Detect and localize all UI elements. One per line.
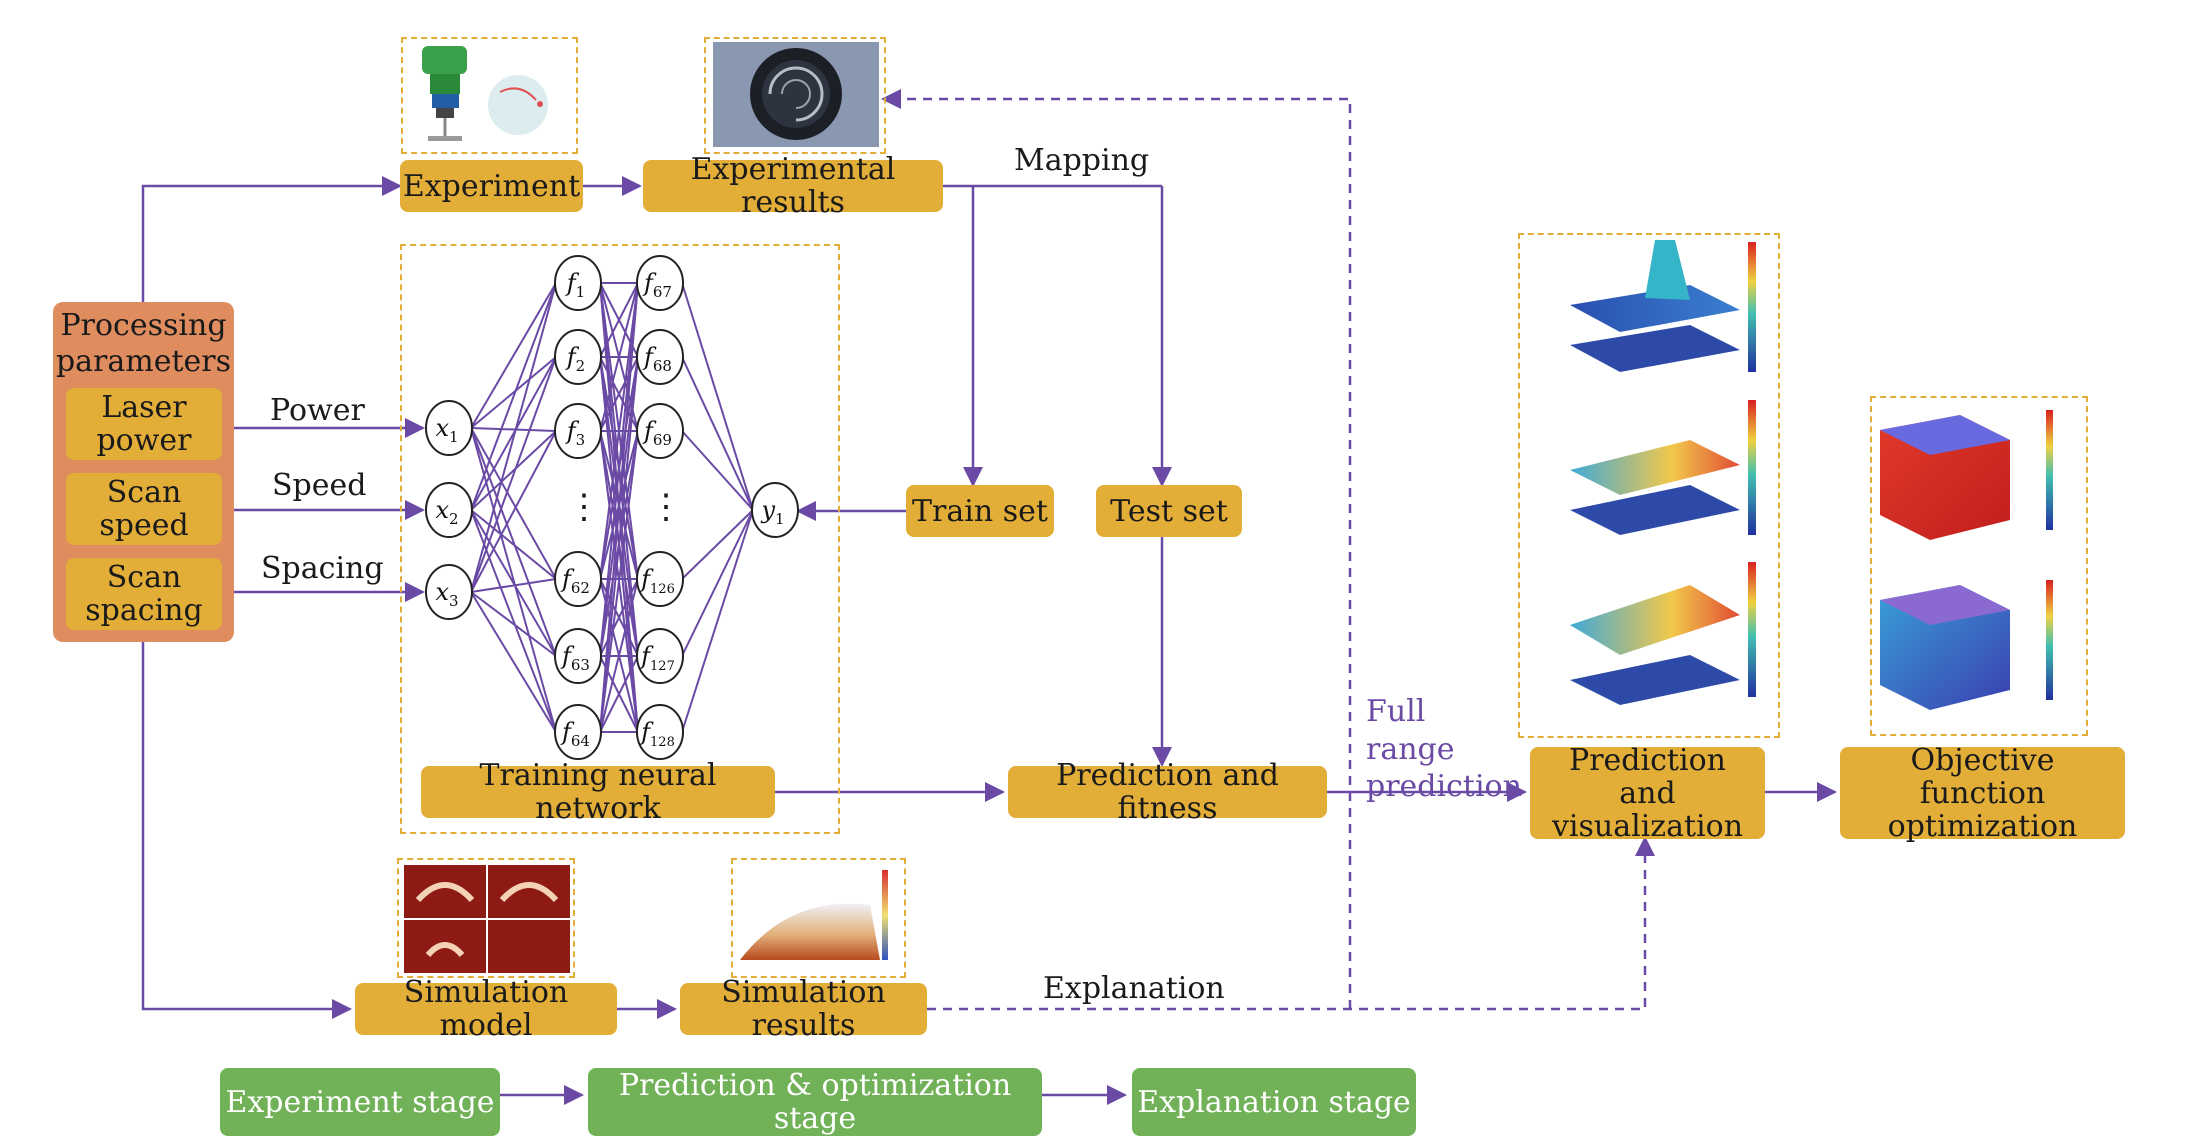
dashed-to-visualization — [927, 836, 1655, 1011]
network-edge — [681, 430, 754, 511]
experiment-apparatus-image — [422, 46, 548, 141]
network-edge — [470, 356, 557, 593]
network-edge — [599, 356, 639, 733]
scan-spacing-box: Scan spacing — [66, 558, 222, 630]
simulation-results-box: Simulation results — [680, 976, 927, 1042]
input-node-x1: x1 — [425, 400, 473, 456]
network-edge — [470, 282, 557, 593]
network-edge — [470, 356, 557, 429]
network-edge — [470, 282, 557, 429]
hidden-node-f62: f62 — [554, 551, 602, 607]
network-edge — [599, 282, 639, 580]
sim-results-image-frame — [731, 858, 906, 978]
laser-power-box: Laser power — [66, 388, 222, 460]
hidden-node-f68: f68 — [636, 329, 684, 385]
hidden-node-f126: f126 — [636, 551, 684, 607]
test-set-box: Test set — [1096, 485, 1242, 537]
output-node-y1: y1 — [751, 482, 799, 538]
network-edge — [470, 282, 557, 511]
network-edge — [470, 430, 557, 511]
input-node-x3: x3 — [425, 564, 473, 620]
hidden2-ellipsis: ⋮ — [649, 487, 683, 527]
network-edge — [470, 509, 557, 657]
visualization-image-frame — [1518, 233, 1780, 738]
hidden-node-f69: f69 — [636, 403, 684, 459]
arrow-to-experiment — [141, 176, 402, 302]
power-label: Power — [270, 393, 365, 428]
experimental-results-box: Experimental results — [643, 153, 943, 219]
simulation-results-image — [740, 870, 888, 960]
hidden-node-f63: f63 — [554, 628, 602, 684]
network-edge — [599, 282, 639, 432]
network-edge — [470, 591, 557, 733]
prediction-optimization-stage-box: Prediction & optimization stage — [588, 1068, 1042, 1136]
experiment-box: Experiment — [400, 160, 583, 212]
network-edge — [470, 427, 557, 580]
prediction-fitness-box: Prediction and fitness — [1008, 759, 1327, 825]
network-edge — [681, 356, 754, 511]
hidden-node-f3: f3 — [554, 403, 602, 459]
speed-label: Speed — [272, 468, 367, 503]
network-edge — [599, 282, 639, 657]
output-node-y1-label: y1 — [760, 496, 784, 528]
input-node-x2: x2 — [425, 482, 473, 538]
network-edge — [681, 509, 754, 580]
full-range-prediction-label: Full range prediction — [1366, 694, 1522, 804]
hidden-node-f67: f67 — [636, 255, 684, 311]
network-edge — [470, 578, 557, 593]
experiment-stage-box: Experiment stage — [220, 1068, 500, 1136]
hidden-node-f63-label: f63 — [560, 642, 590, 674]
experimental-result-image — [713, 42, 879, 147]
simulation-model-box: Simulation model — [355, 976, 617, 1042]
network-edge — [681, 509, 754, 657]
training-neural-network-box: Training neural network — [421, 759, 775, 825]
network-edge — [599, 578, 639, 657]
explanation-label: Explanation — [1043, 971, 1225, 1006]
network-edge — [470, 509, 557, 733]
network-edge — [599, 578, 639, 733]
network-edge — [470, 430, 557, 593]
explanation-stage-box: Explanation stage — [1132, 1068, 1416, 1136]
results-image-frame — [704, 37, 886, 154]
objective-image-frame — [1870, 396, 2088, 736]
arrow-to-simulation — [141, 640, 352, 1019]
network-edge — [470, 427, 557, 657]
scan-speed-box: Scan speed — [66, 473, 222, 545]
objective-function-plots — [1880, 410, 2053, 710]
experiment-image-frame — [401, 37, 578, 154]
neural-network-frame — [400, 244, 840, 834]
network-edge — [599, 282, 639, 358]
hidden-node-f2: f2 — [554, 329, 602, 385]
processing-parameters-title: Processing parameters — [55, 308, 232, 379]
network-edge — [599, 430, 639, 733]
prediction-surface-plots — [1570, 240, 1756, 705]
network-edge — [470, 591, 557, 657]
objective-function-box: Objective function optimization — [1840, 744, 2125, 843]
simulation-model-image — [404, 865, 570, 973]
hidden-node-f128: f128 — [636, 704, 684, 760]
network-edge — [599, 655, 639, 733]
hidden1-ellipsis: ⋮ — [567, 487, 601, 527]
network-edge — [681, 282, 754, 511]
input-node-x3-label: x3 — [435, 578, 458, 610]
network-edge — [681, 509, 754, 733]
mapping-label: Mapping — [1014, 143, 1150, 178]
simulation-image-frame — [397, 858, 575, 978]
input-node-x2-label: x2 — [435, 496, 458, 528]
train-set-box: Train set — [906, 485, 1054, 537]
input-node-x1-label: x1 — [435, 414, 458, 446]
hidden-node-f127: f127 — [636, 628, 684, 684]
network-edge — [470, 427, 557, 432]
network-edge — [470, 509, 557, 580]
hidden-node-f64: f64 — [554, 704, 602, 760]
hidden-node-f1: f1 — [554, 255, 602, 311]
prediction-visualization-box: Prediction and visualization — [1530, 744, 1765, 843]
network-edge — [470, 427, 557, 733]
spacing-label: Spacing — [261, 551, 384, 586]
network-edge — [470, 356, 557, 511]
dashed-to-exp-results — [881, 89, 1352, 1009]
network-edge — [599, 282, 639, 733]
